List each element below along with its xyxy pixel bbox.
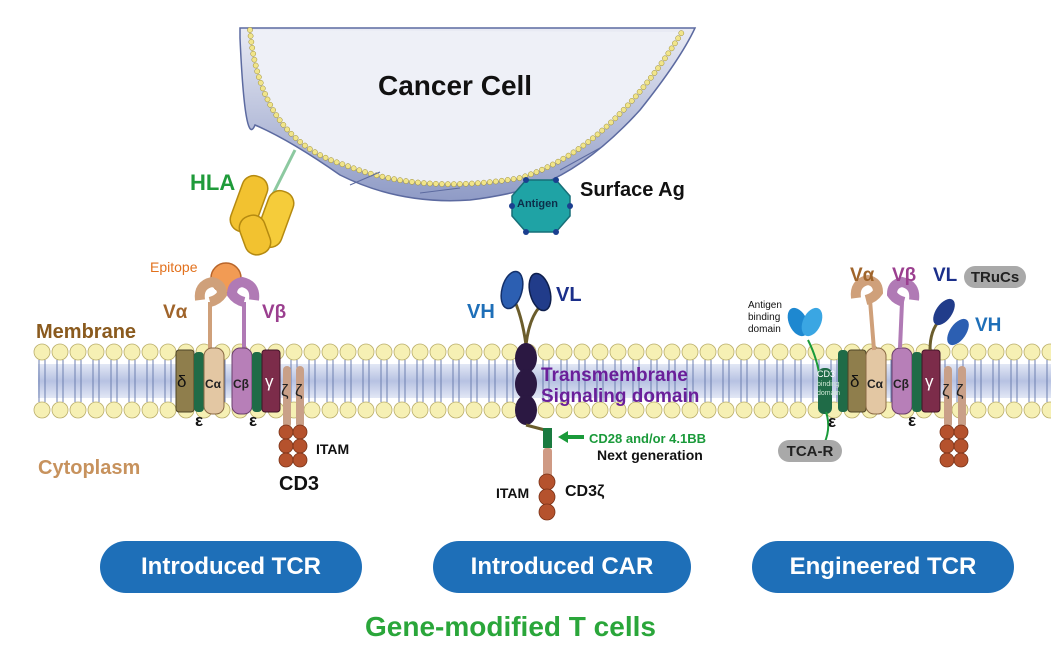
engineered-tcr-button[interactable]: Engineered TCR xyxy=(752,541,1014,593)
itam-tcr-label: ITAM xyxy=(316,441,350,457)
epsilon-label-2: ε xyxy=(249,411,258,430)
tcr-complex xyxy=(175,276,308,468)
delta-label: δ xyxy=(177,372,187,391)
cytoplasm-label: Cytoplasm xyxy=(38,457,141,479)
transmembrane-label: Transmembrane xyxy=(541,365,688,386)
v-beta-label: Vβ xyxy=(262,302,287,323)
epitope-label: Epitope xyxy=(150,259,198,275)
delta-eng-label: δ xyxy=(850,372,860,391)
epsilon-eng-label-2: ε xyxy=(908,411,917,430)
cell-membrane-dots xyxy=(247,27,685,187)
antigen-binding-line-2: binding xyxy=(748,312,781,323)
cancer-cell-title: Cancer Cell xyxy=(378,70,533,101)
cd3zeta-car-label: CD3ζ xyxy=(565,483,605,500)
zeta-eng-label-2: ζ xyxy=(956,381,964,400)
vl-eng-label: VL xyxy=(933,265,958,286)
antigen-binding-line-1: Antigen xyxy=(748,300,782,311)
c-beta-eng-label: Cβ xyxy=(893,377,909,391)
c-alpha-label: Cα xyxy=(205,377,222,391)
cd3-binding-line-2: binding xyxy=(817,381,840,388)
next-generation-label: Next generation xyxy=(597,447,703,463)
zeta-label-1: ζ xyxy=(281,381,289,400)
vh-eng-label: VH xyxy=(975,315,1002,336)
v-alpha-eng-label: Vα xyxy=(850,265,875,286)
introduced-tcr-button[interactable]: Introduced TCR xyxy=(100,541,362,593)
antigen-label: Antigen xyxy=(517,198,558,210)
cd3-binding-line-1: CD3 xyxy=(817,369,836,379)
zeta-eng-label-1: ζ xyxy=(942,381,950,400)
cd3-label: CD3 xyxy=(279,473,320,495)
signaling-domain-label: Signaling domain xyxy=(541,386,700,407)
hla-molecule xyxy=(229,149,297,256)
engineered-tcr-complex xyxy=(787,274,969,468)
footer-title: Gene-modified T cells xyxy=(365,611,656,642)
v-alpha-label: Vα xyxy=(163,302,188,323)
c-beta-label: Cβ xyxy=(233,377,249,391)
vl-car-label: VL xyxy=(556,284,582,306)
zeta-label-2: ζ xyxy=(295,381,303,400)
v-beta-eng-label: Vβ xyxy=(892,265,917,286)
introduced-car-button[interactable]: Introduced CAR xyxy=(433,541,691,593)
epsilon-eng-label-1: ε xyxy=(828,412,837,431)
vh-car-label: VH xyxy=(467,301,495,323)
gamma-eng-label: γ xyxy=(925,372,934,391)
surface-ag-label: Surface Ag xyxy=(580,179,685,201)
antigen-binding-line-3: domain xyxy=(748,324,781,335)
cd28-label: CD28 and/or 4.1BB xyxy=(589,431,707,446)
membrane-label: Membrane xyxy=(36,321,137,343)
cancer-cell xyxy=(239,27,697,202)
car-receptor xyxy=(500,270,584,521)
cd3-binding-line-3: domain xyxy=(817,390,840,397)
gamma-label: γ xyxy=(265,372,274,391)
antigen-particle xyxy=(509,177,573,235)
epsilon-label-1: ε xyxy=(195,411,204,430)
itam-car-label: ITAM xyxy=(496,485,530,501)
hla-label: HLA xyxy=(190,170,236,195)
trucs-badge: TRuCs xyxy=(964,266,1026,288)
tca-r-badge: TCA-R xyxy=(778,440,842,462)
c-alpha-eng-label: Cα xyxy=(867,377,884,391)
